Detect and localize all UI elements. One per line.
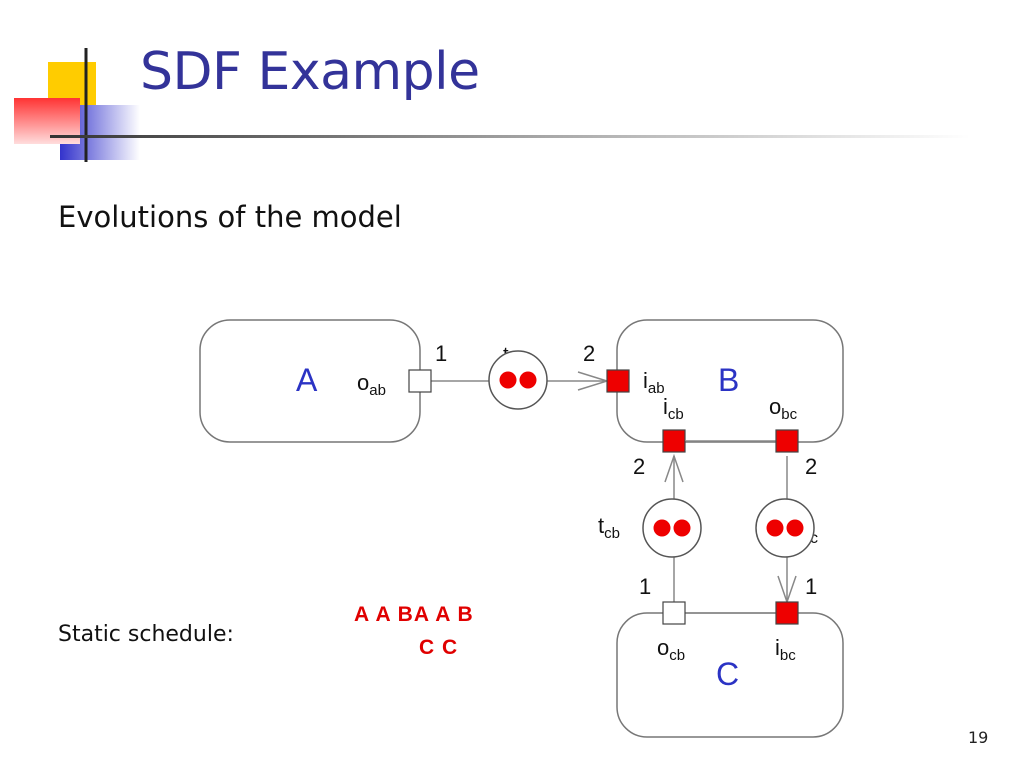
port-i-ab [606, 369, 630, 393]
title-decoration [14, 48, 970, 162]
schedule-line-2: C C [419, 636, 459, 659]
schedule-line-1: A A BA A B [354, 603, 474, 626]
actor-a-label: A [296, 362, 318, 398]
port-i-cb [662, 429, 686, 453]
port-label-i-bc: ibc [775, 635, 796, 664]
token-bc-2 [786, 519, 804, 537]
port-o-cb [662, 601, 686, 625]
port-label-o-bc: obc [769, 394, 798, 423]
port-label-i-ab: iab [643, 368, 665, 397]
port-label-i-cb: icb [663, 394, 684, 423]
rate-ab-consume: 2 [583, 341, 595, 366]
port-o-bc [775, 429, 799, 453]
title-rule [50, 135, 970, 138]
actor-c-label: C [716, 656, 739, 692]
channel-bc-buffer [755, 498, 815, 558]
token-ab-1 [499, 371, 517, 389]
rate-cb-consume: 2 [633, 454, 645, 479]
port-label-o-cb: ocb [657, 635, 685, 664]
token-bc-1 [766, 519, 784, 537]
channel-cb-buffer [642, 498, 702, 558]
rate-bc-consume: 1 [805, 574, 817, 599]
rate-bc-produce: 2 [805, 454, 817, 479]
channel-ab-buffer [488, 350, 548, 410]
rate-cb-produce: 1 [639, 574, 651, 599]
actor-b-label: B [718, 362, 739, 398]
token-cb-1 [653, 519, 671, 537]
slide-subtitle: Evolutions of the model [58, 200, 402, 234]
schedule-label: Static schedule: [58, 622, 234, 647]
token-layer [499, 371, 804, 537]
token-ab-2 [519, 371, 537, 389]
token-cb-2 [673, 519, 691, 537]
channel-cb-name: tcb [598, 513, 620, 542]
channel-bc-label: c [810, 530, 818, 547]
port-o-ab [408, 369, 432, 393]
port-i-bc [775, 601, 799, 625]
page-number: 19 [968, 728, 989, 747]
rate-ab-produce: 1 [435, 341, 447, 366]
slide-title: SDF Example [140, 42, 480, 102]
channel-cb-arrow [664, 453, 684, 483]
port-label-o-ab: oab [357, 370, 386, 399]
